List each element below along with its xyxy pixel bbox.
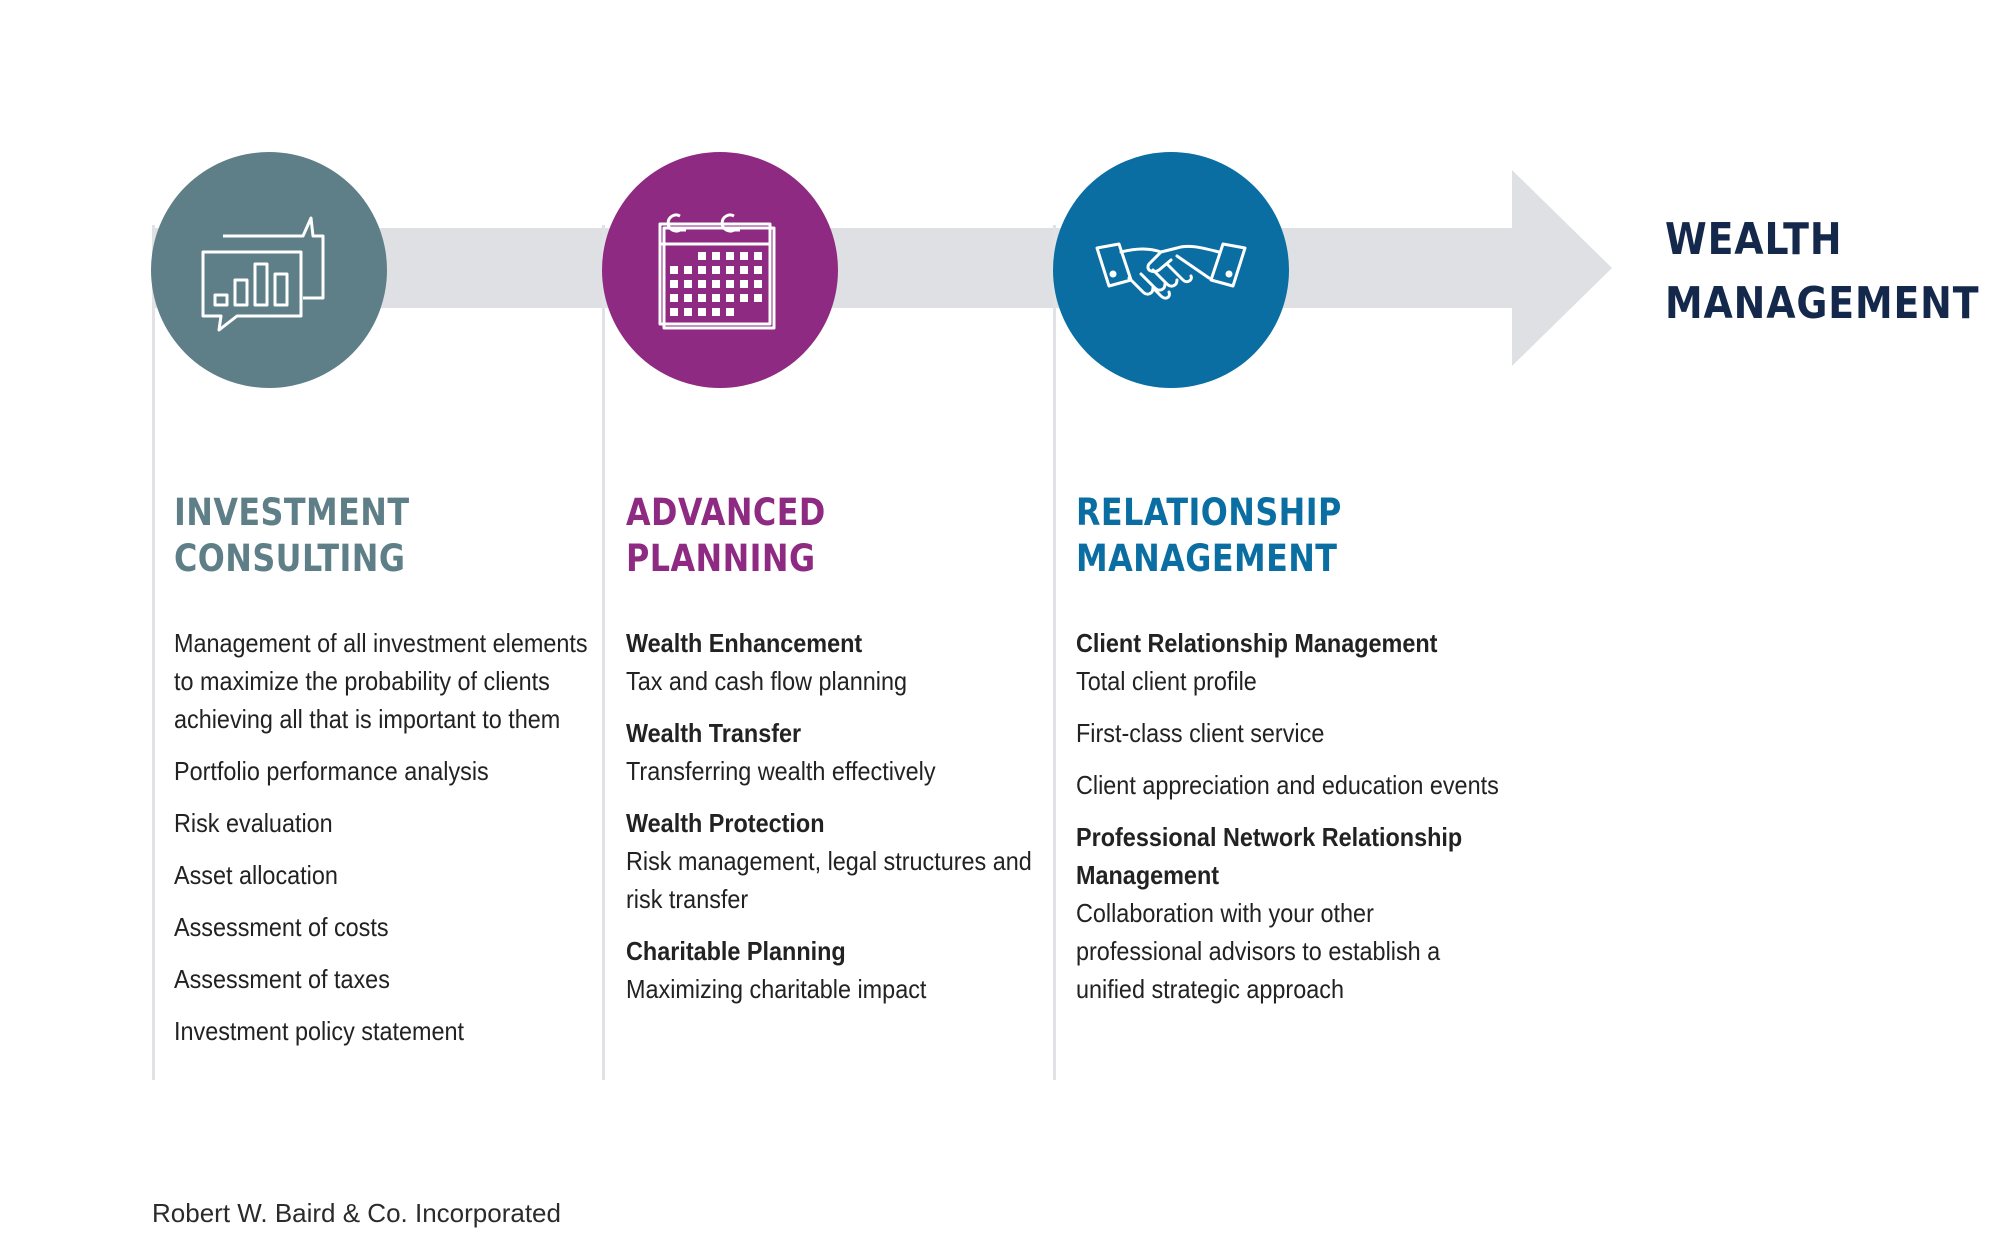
calendar-day-square bbox=[740, 294, 748, 302]
calendar-day-square bbox=[740, 252, 748, 260]
calendar-day-square bbox=[740, 280, 748, 288]
item-text: Transferring wealth effectively bbox=[626, 756, 936, 786]
calendar-day-square bbox=[698, 266, 706, 274]
wealth-management-goal: WEALTH MANAGEMENT bbox=[1665, 208, 1979, 336]
title-line: CONSULTING bbox=[174, 537, 406, 580]
item-text: Asset allocation bbox=[174, 860, 338, 890]
relationship-management-badge bbox=[1053, 152, 1289, 388]
calendar-day-square bbox=[726, 308, 734, 316]
chat-bar-chart-icon bbox=[201, 216, 325, 332]
calendar-day-square bbox=[684, 294, 692, 302]
calendar-icon bbox=[658, 213, 776, 330]
calendar-day-square bbox=[754, 266, 762, 274]
calendar-day-square bbox=[684, 266, 692, 274]
title-line: ADVANCED bbox=[626, 491, 826, 534]
relationship-management-title: RELATIONSHIP MANAGEMENT bbox=[1076, 490, 1446, 582]
calendar-day-square bbox=[754, 252, 762, 260]
item-heading: Wealth Protection bbox=[626, 808, 825, 838]
investment-consulting-badge bbox=[151, 152, 387, 388]
calendar-day-square bbox=[712, 308, 720, 316]
calendar-day-square bbox=[698, 280, 706, 288]
relationship-management-list: Client Relationship Management Total cli… bbox=[1076, 624, 1499, 1022]
calendar-day-square bbox=[684, 308, 692, 316]
item-text: Management of all investment elements to… bbox=[174, 628, 588, 734]
list-item: Client appreciation and education events bbox=[1076, 766, 1499, 804]
item-heading: Charitable Planning bbox=[626, 936, 846, 966]
item-text: First-class client service bbox=[1076, 718, 1325, 748]
calendar-day-square bbox=[754, 294, 762, 302]
item-text: Risk evaluation bbox=[174, 808, 333, 838]
goal-line: WEALTH bbox=[1665, 214, 1843, 265]
item-text: Tax and cash flow planning bbox=[626, 666, 907, 696]
calendar-day-square bbox=[670, 294, 678, 302]
list-item: Assessment of taxes bbox=[174, 960, 597, 998]
advanced-planning-list: Wealth Enhancement Tax and cash flow pla… bbox=[626, 624, 1049, 1022]
list-item: Management of all investment elements to… bbox=[174, 624, 597, 738]
calendar-day-square bbox=[712, 252, 720, 260]
calendar-day-square bbox=[698, 308, 706, 316]
list-item: Wealth Enhancement Tax and cash flow pla… bbox=[626, 624, 1049, 700]
item-heading: Professional Network Relationship Manage… bbox=[1076, 822, 1463, 890]
list-item: First-class client service bbox=[1076, 714, 1499, 752]
handshake-icon bbox=[1095, 242, 1247, 300]
list-item: Investment policy statement bbox=[174, 1012, 597, 1050]
calendar-day-square bbox=[754, 280, 762, 288]
list-item: Wealth Protection Risk management, legal… bbox=[626, 804, 1049, 918]
calendar-day-square bbox=[698, 294, 706, 302]
calendar-day-square bbox=[726, 266, 734, 274]
list-item: Charitable Planning Maximizing charitabl… bbox=[626, 932, 1049, 1008]
goal-line: MANAGEMENT bbox=[1665, 278, 1980, 329]
item-text: Collaboration with your other profession… bbox=[1076, 898, 1441, 1004]
item-heading: Wealth Transfer bbox=[626, 718, 802, 748]
advanced-planning-title: ADVANCED PLANNING bbox=[626, 490, 996, 582]
list-item: Assessment of costs bbox=[174, 908, 597, 946]
calendar-day-square bbox=[726, 294, 734, 302]
title-line: PLANNING bbox=[626, 537, 816, 580]
item-text: Investment policy statement bbox=[174, 1016, 465, 1046]
calendar-day-square bbox=[712, 294, 720, 302]
list-item: Wealth Transfer Transferring wealth effe… bbox=[626, 714, 1049, 790]
list-item: Risk evaluation bbox=[174, 804, 597, 842]
calendar-day-square bbox=[670, 280, 678, 288]
investment-consulting-list: Management of all investment elements to… bbox=[174, 624, 597, 1064]
calendar-day-square bbox=[670, 266, 678, 274]
calendar-day-square bbox=[726, 252, 734, 260]
item-text: Maximizing charitable impact bbox=[626, 974, 927, 1004]
column-divider bbox=[602, 225, 605, 1080]
item-heading: Client Relationship Management bbox=[1076, 628, 1438, 658]
list-item: Asset allocation bbox=[174, 856, 597, 894]
calendar-day-square bbox=[698, 252, 706, 260]
calendar-day-square bbox=[712, 280, 720, 288]
item-text: Assessment of taxes bbox=[174, 964, 390, 994]
title-line: RELATIONSHIP bbox=[1076, 491, 1342, 534]
calendar-day-square bbox=[740, 266, 748, 274]
column-divider bbox=[152, 225, 155, 1080]
item-heading: Wealth Enhancement bbox=[626, 628, 863, 658]
calendar-day-square bbox=[684, 280, 692, 288]
list-item: Portfolio performance analysis bbox=[174, 752, 597, 790]
calendar-day-square bbox=[712, 266, 720, 274]
item-text: Total client profile bbox=[1076, 666, 1257, 696]
advanced-planning-badge bbox=[602, 152, 838, 388]
footer-credit: Robert W. Baird & Co. Incorporated bbox=[152, 1198, 561, 1228]
list-item: Client Relationship Management Total cli… bbox=[1076, 624, 1499, 700]
investment-consulting-title: INVESTMENT CONSULTING bbox=[174, 490, 544, 582]
calendar-day-square bbox=[726, 280, 734, 288]
item-text: Assessment of costs bbox=[174, 912, 389, 942]
item-text: Portfolio performance analysis bbox=[174, 756, 489, 786]
arrow-shape bbox=[152, 170, 1612, 366]
title-line: INVESTMENT bbox=[174, 491, 410, 534]
list-item: Professional Network Relationship Manage… bbox=[1076, 818, 1499, 1008]
item-text: Risk management, legal structures and ri… bbox=[626, 846, 1032, 914]
title-line: MANAGEMENT bbox=[1076, 537, 1338, 580]
item-text: Client appreciation and education events bbox=[1076, 770, 1499, 800]
calendar-day-square bbox=[670, 308, 678, 316]
column-divider bbox=[1053, 225, 1056, 1080]
